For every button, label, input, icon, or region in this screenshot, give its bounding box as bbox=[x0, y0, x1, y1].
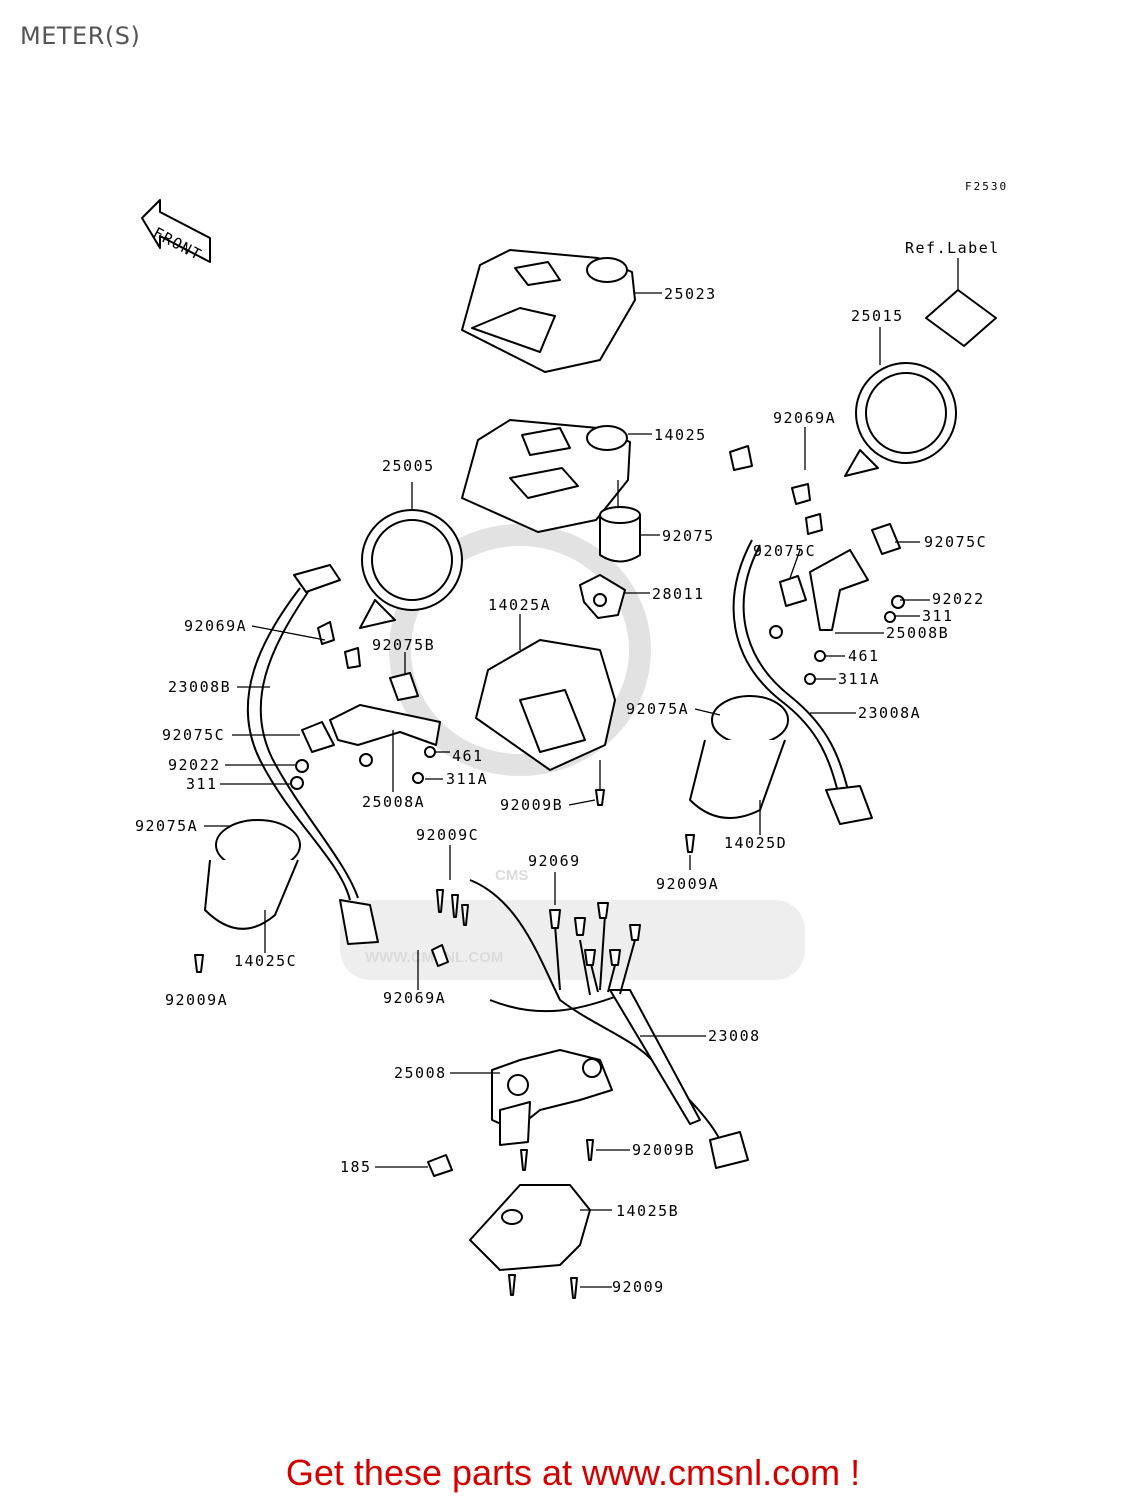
right-meter-25015 bbox=[844, 258, 997, 477]
callout-92075B: 92075B bbox=[372, 636, 435, 654]
callout-311A-right: 311A bbox=[838, 670, 880, 688]
callout-25008B: 25008B bbox=[886, 624, 949, 642]
callout-25005: 25005 bbox=[382, 457, 435, 475]
callout-92009A-right: 92009A bbox=[656, 875, 719, 893]
callout-92009B-bottom: 92009B bbox=[632, 1141, 695, 1159]
promo-link[interactable]: Get these parts at www.cmsnl.com ! bbox=[285, 1452, 861, 1493]
callout-92009B-mid: 92009B bbox=[500, 796, 563, 814]
bracket-25008B bbox=[809, 549, 869, 631]
callout-92069A-right: 92069A bbox=[773, 409, 836, 427]
callout-92075C-right: 92075C bbox=[753, 542, 816, 560]
callout-92009C: 92009C bbox=[416, 826, 479, 844]
meter-lower-case-14025A bbox=[475, 614, 616, 806]
watermark-logo-text: CMS bbox=[495, 867, 528, 884]
lower-bracket-25008 bbox=[427, 1049, 613, 1177]
callout-311-right: 311 bbox=[922, 607, 954, 625]
callout-185: 185 bbox=[340, 1158, 372, 1176]
leader-lines bbox=[204, 427, 930, 1288]
main-harness-23008 bbox=[431, 845, 749, 1169]
callout-92075A-right: 92075A bbox=[626, 700, 689, 718]
callout-311-left: 311 bbox=[186, 775, 218, 793]
callout-14025B: 14025B bbox=[616, 1202, 679, 1220]
upper-meter-cover bbox=[461, 249, 662, 373]
callout-311A-left: 311A bbox=[446, 770, 488, 788]
callout-25008: 25008 bbox=[394, 1064, 447, 1082]
callout-461-left: 461 bbox=[452, 747, 484, 765]
callout-23008A: 23008A bbox=[858, 704, 921, 722]
grommet-92075 bbox=[599, 480, 660, 563]
page-title: METER(S) bbox=[20, 22, 141, 50]
ref-label-icon bbox=[925, 289, 997, 347]
left-connector bbox=[339, 899, 379, 945]
callout-92075C-left: 92075C bbox=[162, 726, 225, 744]
front-arrow-icon: FRONT bbox=[141, 199, 211, 264]
callout-25008A: 25008A bbox=[362, 793, 425, 811]
bottom-cover-14025B bbox=[469, 1184, 591, 1299]
callout-92022-left: 92022 bbox=[168, 756, 221, 774]
meter-case bbox=[461, 419, 652, 533]
callout-23008: 23008 bbox=[708, 1027, 761, 1045]
callout-28011: 28011 bbox=[652, 585, 705, 603]
callout-92069A-left: 92069A bbox=[184, 617, 247, 635]
right-connector bbox=[825, 785, 873, 825]
callout-14025C: 14025C bbox=[234, 952, 297, 970]
cmsnl-watermark: CMS WWW.CMSNL.COM bbox=[340, 524, 805, 980]
meter-cover-14025C bbox=[194, 819, 301, 973]
callout-92069: 92069 bbox=[528, 852, 581, 870]
harness-23008B bbox=[246, 587, 351, 901]
callout-461-right: 461 bbox=[848, 647, 880, 665]
callout-92022-right: 92022 bbox=[932, 590, 985, 608]
callout-25015: 25015 bbox=[851, 307, 904, 325]
callout-25023: 25023 bbox=[664, 285, 717, 303]
callout-92075C-right-alt: 92075C bbox=[924, 533, 987, 551]
callout-14025D: 14025D bbox=[724, 834, 787, 852]
callout-23008B: 23008B bbox=[168, 678, 231, 696]
callout-14025A: 14025A bbox=[488, 596, 551, 614]
callout-92075A-left: 92075A bbox=[135, 817, 198, 835]
bracket-25008A bbox=[329, 704, 441, 746]
callout-92075: 92075 bbox=[662, 527, 715, 545]
harness-23008A bbox=[732, 539, 841, 801]
callout-92069A-bottom: 92069A bbox=[383, 989, 446, 1007]
figure-code: F2530 bbox=[965, 180, 1008, 193]
callout-92009: 92009 bbox=[612, 1278, 665, 1296]
left-meter-25005 bbox=[293, 482, 463, 629]
callout-ref-label: Ref.Label bbox=[905, 239, 1000, 257]
callout-92009A-left: 92009A bbox=[165, 991, 228, 1009]
meter-cover-14025D bbox=[685, 695, 789, 853]
indicator-28011 bbox=[579, 574, 650, 619]
callout-14025: 14025 bbox=[654, 426, 707, 444]
